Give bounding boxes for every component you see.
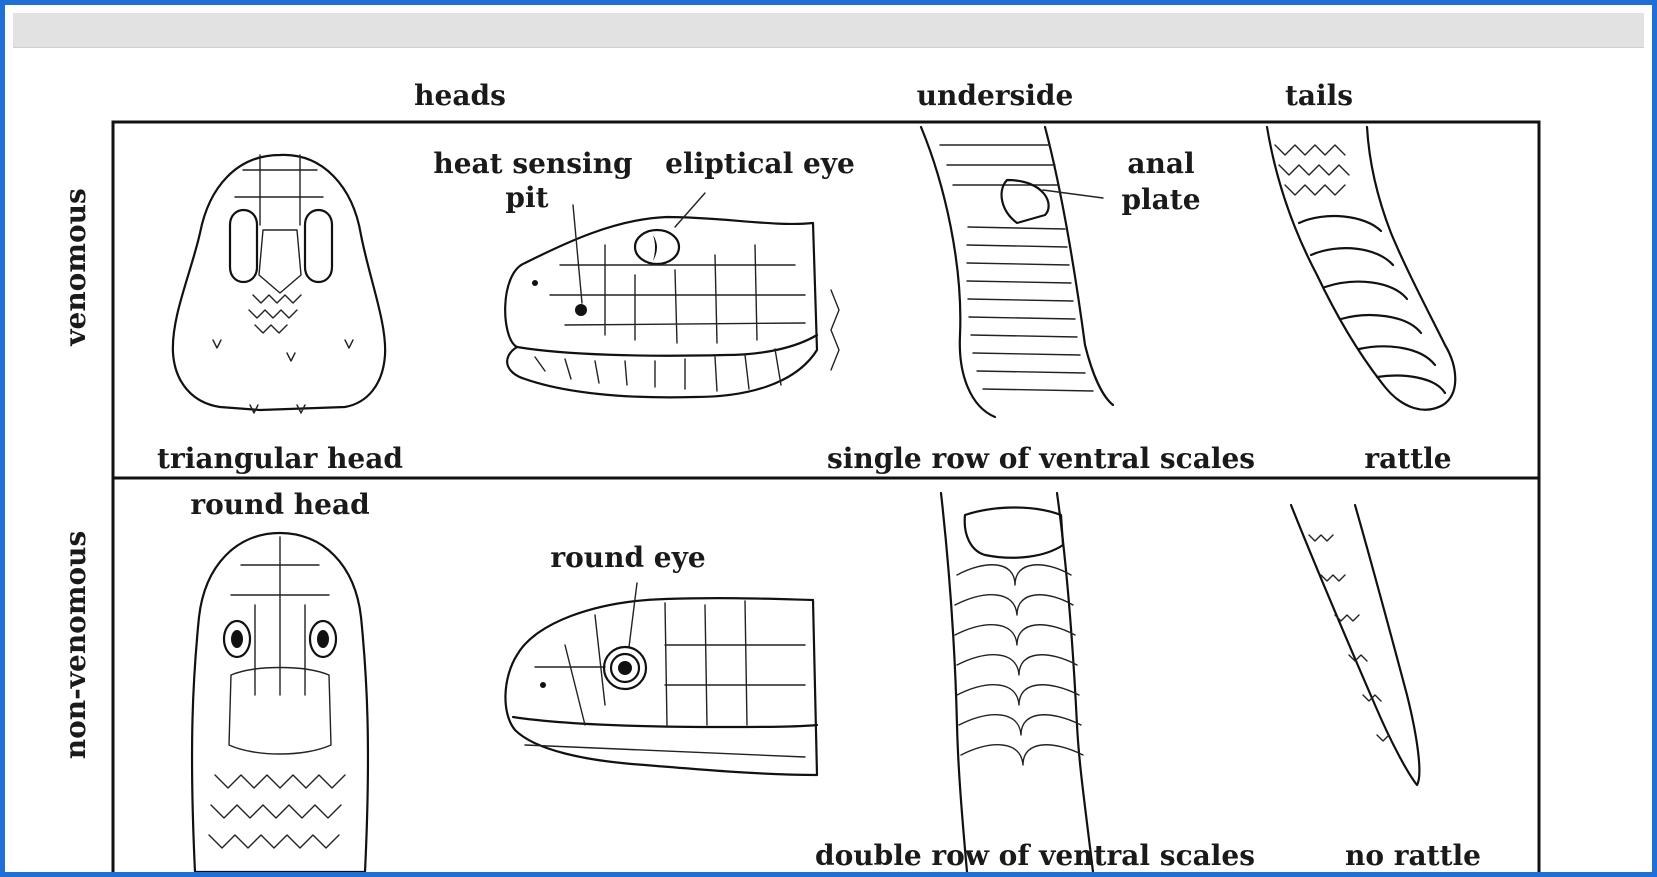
- column-header-heads: heads: [414, 79, 506, 112]
- row-header-venomous: venomous: [59, 188, 92, 347]
- label-triangular-head: triangular head: [157, 442, 403, 475]
- double-row-ventral-scales-illustration: [941, 493, 1093, 872]
- round-snake-head-illustration: [192, 533, 368, 872]
- column-header-tails: tails: [1285, 79, 1353, 112]
- rattle-tail-illustration: [1267, 127, 1455, 410]
- row-header-non-venomous: non-venomous: [59, 531, 92, 760]
- label-round-eye: round eye: [550, 541, 705, 574]
- label-no-rattle: no rattle: [1345, 839, 1481, 872]
- column-header-underside: underside: [917, 79, 1074, 112]
- snake-identification-diagram: heads underside tails venomous non-venom…: [5, 5, 1652, 872]
- label-pit: pit: [505, 181, 548, 214]
- triangular-snake-head-illustration: [173, 155, 385, 413]
- tapered-tail-illustration: [1291, 505, 1419, 785]
- label-round-head: round head: [190, 488, 369, 521]
- label-eliptical-eye: eliptical eye: [665, 147, 855, 180]
- pit-viper-side-head-illustration: [505, 193, 839, 397]
- single-row-ventral-scales-illustration: [921, 127, 1113, 417]
- label-single-row-ventral-scales: single row of ventral scales: [827, 442, 1255, 475]
- label-heat-sensing: heat sensing: [433, 147, 632, 180]
- label-anal: anal: [1127, 147, 1194, 180]
- colubrid-side-head-illustration: [505, 583, 817, 775]
- label-rattle: rattle: [1364, 442, 1451, 475]
- label-double-row-ventral-scales: double row of ventral scales: [815, 839, 1255, 872]
- label-plate: plate: [1121, 183, 1200, 216]
